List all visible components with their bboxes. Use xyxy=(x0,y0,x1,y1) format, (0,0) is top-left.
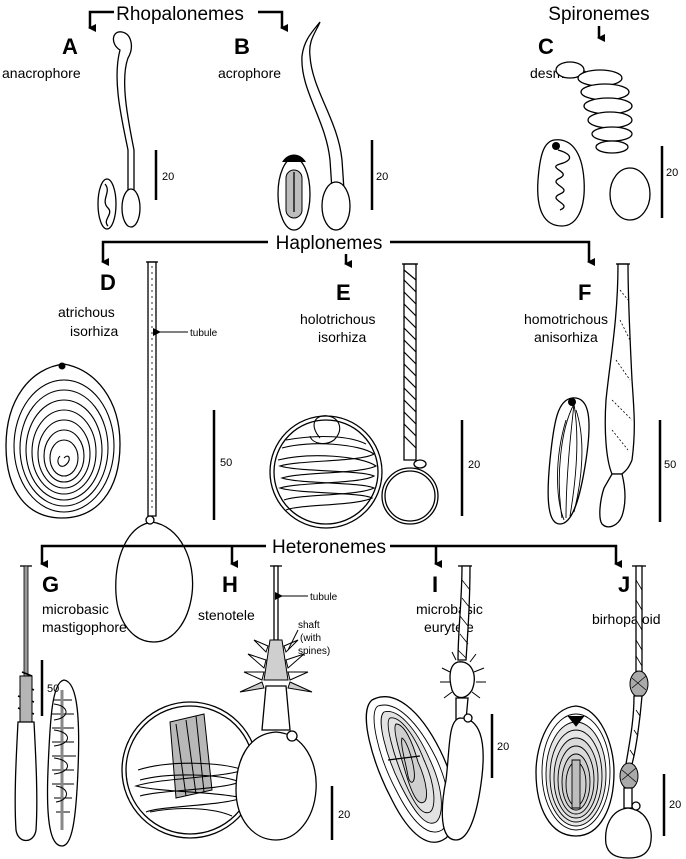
panel-c: C desmoneme 20 xyxy=(530,34,678,227)
panel-h-letter: H xyxy=(222,572,238,597)
haplonemes-header: Haplonemes xyxy=(101,233,595,268)
panel-j-letter: J xyxy=(618,572,630,597)
panel-h-name: stenotele xyxy=(198,607,255,623)
scale-a: 20 xyxy=(162,171,174,183)
panel-i-letter: I xyxy=(432,572,438,597)
panel-e-name-2: isorhiza xyxy=(318,329,366,345)
panel-f: F homotrichous anisorhiza 50 xyxy=(524,263,676,528)
desmoneme-coiled-thread xyxy=(555,61,633,154)
scale-j: 20 xyxy=(669,799,681,811)
tubule-label-d: tubule xyxy=(190,328,218,339)
spironemes-header: Spironemes xyxy=(548,4,650,42)
shaft-label-1: shaft xyxy=(298,620,320,631)
scale-c: 20 xyxy=(666,167,678,179)
panel-g-name-1: microbasic xyxy=(42,601,109,617)
holotrichous-capsule xyxy=(269,415,383,529)
anacrophore-capsule-discharged xyxy=(121,188,141,228)
stenotele-capsule-discharged xyxy=(235,731,317,841)
panel-g: G microbasic mastigophore 50 xyxy=(14,565,127,847)
eurytele-swelling xyxy=(449,661,475,699)
isorhiza-capsule xyxy=(5,363,121,519)
panel-g-name-2: mastigophore xyxy=(42,619,127,635)
stenotele-butt xyxy=(261,685,291,731)
scale-i: 20 xyxy=(497,741,509,753)
panel-a-name: anacrophore xyxy=(2,65,81,81)
anisorhiza-capsule-discharged xyxy=(599,473,626,528)
panel-f-letter: F xyxy=(578,280,591,305)
isorhiza-coils xyxy=(13,379,115,513)
panel-e-name-1: holotrichous xyxy=(300,311,376,327)
scale-f: 50 xyxy=(664,459,676,471)
desmoneme-capsule xyxy=(537,139,585,227)
panel-d-letter: D xyxy=(100,270,116,295)
panel-a-letter: A xyxy=(62,34,78,59)
spironemes-label: Spironemes xyxy=(548,4,649,25)
anisorhiza-tubule xyxy=(604,263,635,475)
panel-d-name-1: atrichous xyxy=(58,304,115,320)
panel-b-letter: B xyxy=(234,34,250,59)
anacrophore-tubule xyxy=(112,31,135,195)
anacrophore-capsule xyxy=(97,178,117,230)
panel-f-name-2: anisorhiza xyxy=(534,329,598,345)
panel-i-name-1: microbasic xyxy=(416,601,483,617)
shaft-label-2: (with xyxy=(300,633,321,644)
scale-d: 50 xyxy=(220,457,232,469)
mastigophore-capsule-discharged xyxy=(14,721,38,842)
scale-b: 20 xyxy=(376,171,388,183)
desmoneme-capsule-discharged xyxy=(609,167,651,221)
holotrichous-capsule-discharged xyxy=(381,467,439,525)
stenotele-tubule xyxy=(273,565,279,641)
acrophore-tubule xyxy=(301,21,345,191)
panel-j-name: birhopaloid xyxy=(592,611,661,627)
holotrichous-coils xyxy=(277,415,378,511)
scale-e: 20 xyxy=(468,459,480,471)
panel-h: H stenotele tubule xyxy=(121,565,350,841)
mastigophore-tubule xyxy=(23,565,29,687)
panel-d: D atrichous isorhiza tubule 50 xyxy=(5,261,232,643)
panel-e-letter: E xyxy=(336,280,351,305)
eurytele-capsule-discharged xyxy=(441,717,484,841)
acrophore-cap xyxy=(282,154,306,162)
stenotele-inner xyxy=(169,713,213,799)
panel-b-name: acrophore xyxy=(218,65,281,81)
acrophore-capsule-discharged xyxy=(321,181,351,231)
panel-a: A anacrophore 20 xyxy=(2,31,174,230)
eurytele-tubule xyxy=(457,565,471,661)
panel-d-name-2: isorhiza xyxy=(70,323,118,339)
panel-f-name-1: homotrichous xyxy=(524,311,608,327)
rhopalonemes-header: Rhopalonemes xyxy=(88,4,288,32)
panel-e: E holotrichous isorhiza 20 xyxy=(269,263,480,529)
panel-c-letter: C xyxy=(538,34,554,59)
heteronemes-label: Heteronemes xyxy=(272,537,386,558)
haplonemes-label: Haplonemes xyxy=(276,233,383,254)
panel-g-letter: G xyxy=(42,572,59,597)
panel-j: J birhopaloid 20 xyxy=(535,565,681,859)
scale-g: 50 xyxy=(47,683,59,695)
panel-i: I microbasic eurytele 20 xyxy=(365,565,509,843)
shaft-label-3: spines) xyxy=(298,646,330,657)
heteronemes-header: Heteronemes xyxy=(40,537,622,568)
isorhiza-capsule-discharged xyxy=(115,521,194,643)
tubule-label-h: tubule xyxy=(310,592,338,603)
rhopalonemes-label: Rhopalonemes xyxy=(116,4,244,25)
scale-h: 20 xyxy=(338,809,350,821)
mastigophore-shaft xyxy=(19,675,33,723)
stenotele-spines xyxy=(239,639,313,693)
birhopaloid-capsule-discharged xyxy=(604,807,652,859)
panel-b: B acrophore 20 xyxy=(218,21,388,231)
stenotele-shaft xyxy=(263,639,289,681)
